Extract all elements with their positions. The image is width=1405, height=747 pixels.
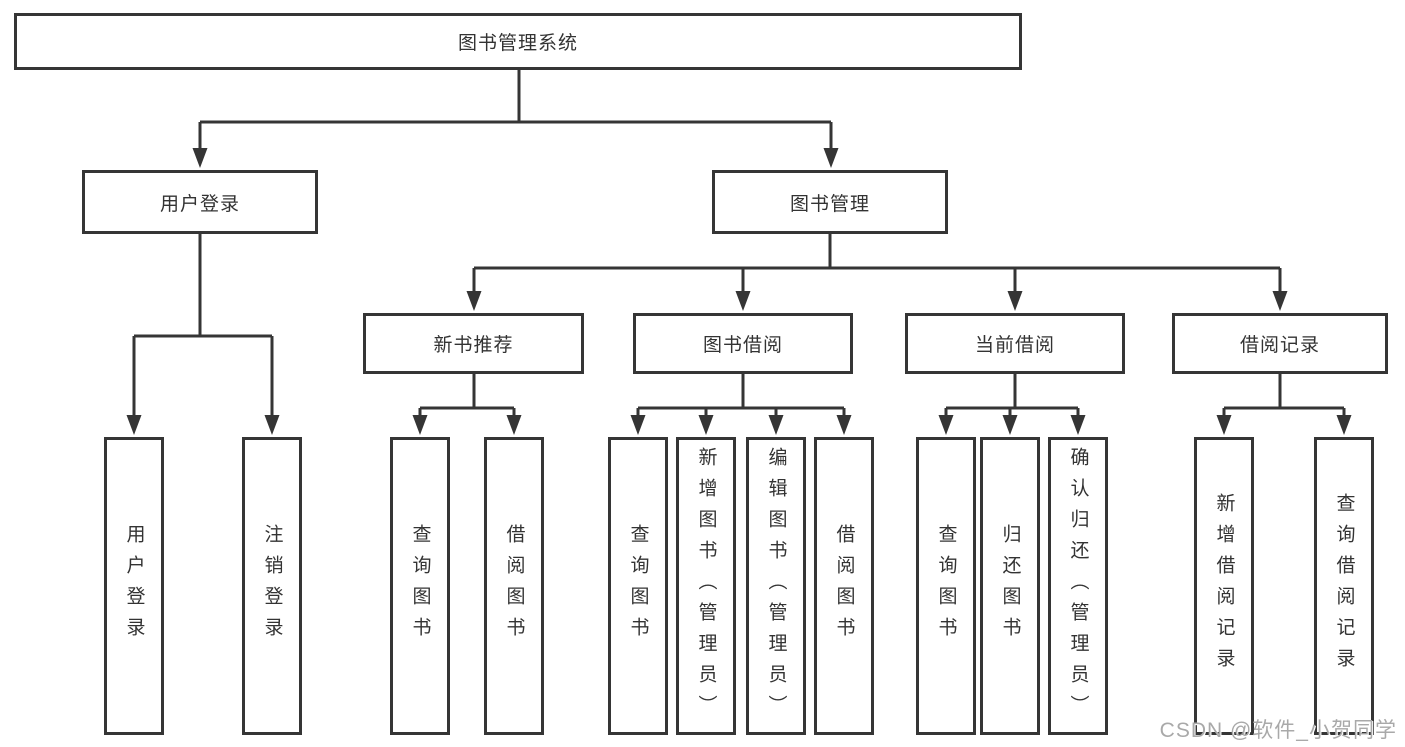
node-current-borrowing: 当前借阅 xyxy=(905,313,1125,374)
leaf-cb-confirm-return-admin: 确认归还（管理员） xyxy=(1048,437,1108,735)
leaf-label: 编辑图书（管理员） xyxy=(765,446,787,726)
leaf-label: 借阅图书 xyxy=(833,524,855,648)
leaf-label: 确认归还（管理员） xyxy=(1067,446,1089,726)
leaf-label: 借阅图书 xyxy=(503,524,525,648)
leaf-cb-query-books: 查询图书 xyxy=(916,437,976,735)
leaf-bb-borrow-books: 借阅图书 xyxy=(814,437,874,735)
leaf-label: 归还图书 xyxy=(999,524,1021,648)
leaf-br-add-record: 新增借阅记录 xyxy=(1194,437,1254,735)
leaf-label: 查询图书 xyxy=(935,524,957,648)
leaf-logout: 注销登录 xyxy=(242,437,302,735)
leaf-label: 新增借阅记录 xyxy=(1213,493,1235,679)
leaf-label: 查询图书 xyxy=(627,524,649,648)
leaf-label: 用户登录 xyxy=(123,524,145,648)
leaf-nbr-borrow-books: 借阅图书 xyxy=(484,437,544,735)
leaf-label: 新增图书（管理员） xyxy=(695,446,717,726)
leaf-bb-edit-books-admin: 编辑图书（管理员） xyxy=(746,437,806,735)
node-book-borrowing: 图书借阅 xyxy=(633,313,853,374)
node-root-system: 图书管理系统 xyxy=(14,13,1022,70)
leaf-label: 查询借阅记录 xyxy=(1333,493,1355,679)
node-user-login: 用户登录 xyxy=(82,170,318,234)
node-book-management: 图书管理 xyxy=(712,170,948,234)
leaf-bb-query-books: 查询图书 xyxy=(608,437,668,735)
node-new-book-recommend: 新书推荐 xyxy=(363,313,584,374)
leaf-bb-add-books-admin: 新增图书（管理员） xyxy=(676,437,736,735)
leaf-cb-return-books: 归还图书 xyxy=(980,437,1040,735)
leaf-nbr-query-books: 查询图书 xyxy=(390,437,450,735)
leaf-label: 查询图书 xyxy=(409,524,431,648)
watermark: CSDN @软件_小贺同学 xyxy=(1159,719,1397,742)
leaf-user-login: 用户登录 xyxy=(104,437,164,735)
leaf-label: 注销登录 xyxy=(261,524,283,648)
leaf-br-query-record: 查询借阅记录 xyxy=(1314,437,1374,735)
node-borrow-records: 借阅记录 xyxy=(1172,313,1388,374)
